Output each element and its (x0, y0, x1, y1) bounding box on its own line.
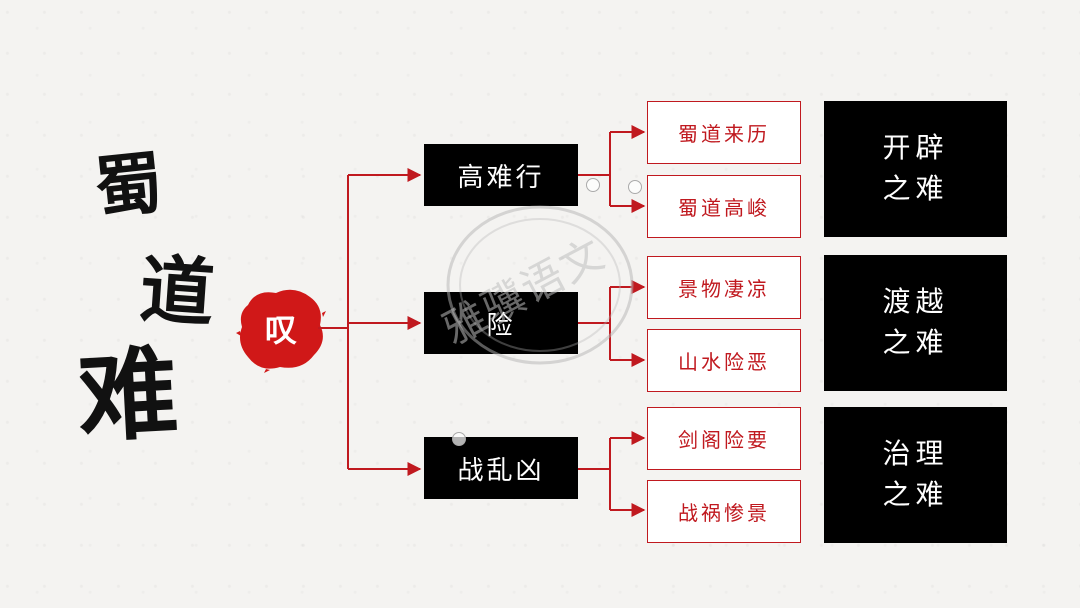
item-box-jian-ge-xian-yao: 剑阁险要 (647, 407, 801, 470)
summary-line-1: 开辟 (882, 128, 948, 169)
summary-line-1: 渡越 (882, 282, 948, 323)
branch-box-gao-nan-xing: 高难行 (424, 144, 578, 206)
summary-line-2: 之难 (882, 323, 948, 364)
decor-circle-icon (452, 432, 466, 446)
item-box-zhan-huo-can-jing: 战祸惨景 (647, 480, 801, 543)
summary-line-2: 之难 (882, 169, 948, 210)
summary-box-zhi-li: 治理 之难 (824, 407, 1007, 543)
item-box-jing-wu-qi-liang: 景物凄凉 (647, 256, 801, 319)
item-box-shu-dao-gao-jun: 蜀道高峻 (647, 175, 801, 238)
decor-circle-icon (586, 178, 600, 192)
branch-box-zhan-luan-xiong: 战乱凶 (424, 437, 578, 499)
item-box-shan-shui-xian-e: 山水险恶 (647, 329, 801, 392)
summary-line-1: 治理 (882, 434, 948, 475)
decor-circle-icon (628, 180, 642, 194)
summary-box-du-yue: 渡越 之难 (824, 255, 1007, 391)
item-box-shu-dao-lai-li: 蜀道来历 (647, 101, 801, 164)
summary-line-2: 之难 (882, 475, 948, 516)
branch-box-xian: 险 (424, 292, 578, 354)
summary-box-kai-pi: 开辟 之难 (824, 101, 1007, 237)
